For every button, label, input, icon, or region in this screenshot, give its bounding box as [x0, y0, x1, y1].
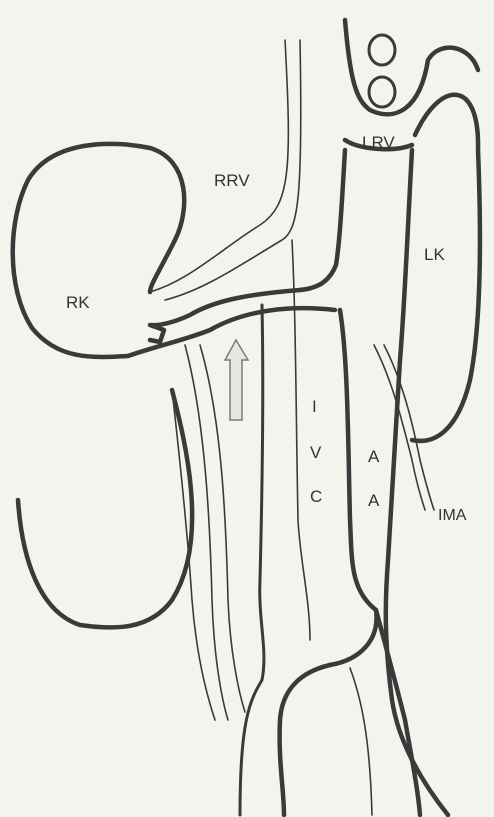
label-ivc-c: C — [310, 487, 322, 506]
label-ima: IMA — [438, 507, 467, 524]
ima-vessel — [374, 345, 434, 510]
iliac-inner — [350, 668, 372, 815]
aorta-left-wall — [300, 150, 345, 290]
label-rrv: RRV — [214, 171, 250, 190]
label-ivc-v: V — [310, 443, 322, 462]
up-arrow — [225, 340, 248, 420]
left-renal-vein-upper — [345, 20, 478, 114]
right-renal-artery — [128, 290, 335, 356]
label-lk: LK — [424, 245, 445, 264]
ivc-inner-line — [292, 240, 310, 640]
label-aa-1: A — [368, 447, 380, 466]
aorta-lower-left — [330, 310, 377, 665]
iliac-bifurcation — [280, 610, 420, 815]
label-rk: RK — [66, 293, 90, 312]
right-ureter-lower — [172, 390, 215, 720]
right-renal-vein — [150, 40, 301, 300]
lymph-node-upper — [369, 35, 395, 65]
ivc-left-wall — [240, 305, 264, 815]
lymph-node-lower — [369, 77, 395, 107]
label-ivc-i: I — [312, 397, 317, 416]
label-aa-2: A — [368, 491, 380, 510]
right-kidney-outline — [13, 144, 192, 628]
left-kidney-outline — [412, 95, 480, 441]
label-lrv: LRV — [362, 133, 395, 152]
